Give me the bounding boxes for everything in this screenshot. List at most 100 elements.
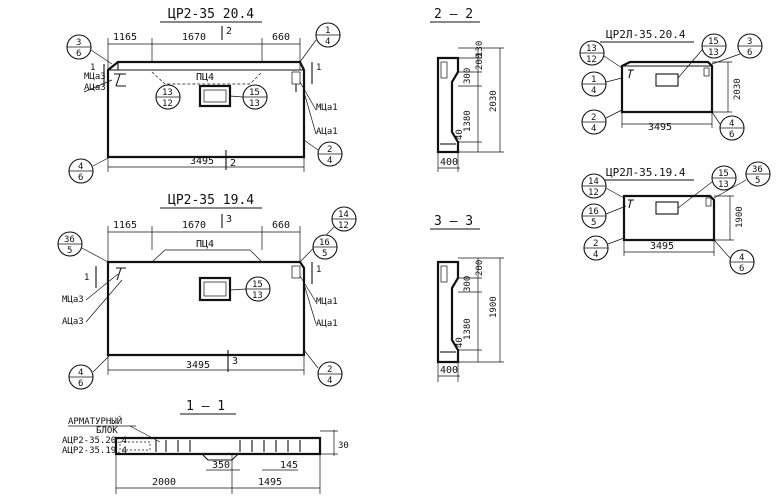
panel-a-bubble: 1 4: [299, 22, 341, 63]
panel-a-leader-right-2: [303, 91, 317, 135]
svg-text:13: 13: [586, 44, 597, 54]
section-2-view: 2 — 2 130 200 300 1380 40 2030 400: [430, 7, 504, 172]
section-1-dim-2000: 2000: [152, 477, 176, 488]
svg-text:2: 2: [593, 239, 598, 249]
section-1-view: 1 — 1 АРМАТУРНЫЙ БЛОК АЦР2-35.20.4 АЦР2-…: [62, 399, 349, 494]
svg-text:5: 5: [755, 176, 760, 186]
panel-a-length: 3495: [190, 156, 214, 167]
panel-b-title: ЦР2-35 19.4: [168, 193, 254, 208]
panel-b-label-left-2: АЦа3: [62, 317, 84, 327]
svg-text:13: 13: [252, 291, 263, 301]
section-3-dim-40: 40: [455, 337, 465, 348]
section-2-dim-1380: 1380: [463, 110, 473, 132]
panel-b-dim-1670: 1670: [182, 220, 206, 231]
panel-b-label-right-2: АЦа1: [316, 319, 338, 329]
section-1-ref-2: АЦР2-35.19.4: [62, 446, 127, 456]
svg-text:6: 6: [78, 379, 83, 389]
panel-b-leader-right-2: [303, 283, 317, 325]
section-1-note-2: БЛОК: [96, 426, 118, 436]
panel-a-bubble: 15 13: [229, 84, 268, 110]
section-2-rebar-top: [440, 61, 448, 79]
panel-d-length: 3495: [650, 241, 674, 252]
svg-text:4: 4: [78, 162, 83, 172]
panel-a-bubble: 4 6: [68, 156, 111, 184]
section-1-slab: [114, 436, 322, 456]
panel-d-height: 1900: [735, 206, 745, 228]
panel-d-bubble: 2 4: [583, 235, 625, 261]
panel-c-window: [655, 73, 679, 87]
svg-text:4: 4: [591, 86, 596, 96]
panel-b-leader-left-2: [85, 279, 123, 323]
section-1-dim-30: 30: [338, 441, 349, 451]
panel-a-label-left-1: МЦа3: [84, 72, 106, 82]
panel-a-view: ЦР2-35 20.4 1165 1670 660 2 ПЦ4 МЦа3 АЦа…: [66, 7, 343, 184]
panel-a-bubble: 3 6: [66, 34, 113, 65]
panel-d-outline: [622, 194, 716, 242]
panel-d-anchor-right: [705, 197, 712, 207]
panel-a-section-mark: 2: [226, 26, 232, 37]
panel-a-label-left-2: АЦа3: [84, 83, 106, 93]
section-1-dim-1495: 1495: [258, 477, 282, 488]
panel-b-opening-recess: [151, 249, 263, 263]
panel-a-cut-1r-mark: 1: [316, 63, 321, 73]
section-3-title: 3 — 3: [434, 214, 473, 229]
panel-b-label-left-1: МЦа3: [62, 295, 84, 305]
panel-b-section-mark-bottom: 3: [232, 356, 238, 367]
svg-text:36: 36: [64, 235, 75, 245]
panel-d-view: ЦР2Л-35.19.4 1900 3495 15 13 36 5: [581, 161, 771, 275]
panel-a-cut-1-mark: 1: [90, 63, 95, 73]
panel-d-bubble: 4 6: [713, 239, 755, 275]
panel-d-window: [655, 201, 679, 215]
panel-b-opening-label: ПЦ4: [196, 239, 214, 250]
panel-b-view: ЦР2-35 19.4 1165 1670 660 3 ПЦ4 МЦа3 АЦа…: [57, 193, 357, 390]
svg-text:4: 4: [739, 253, 744, 263]
section-3-dim-300: 300: [463, 276, 473, 292]
panel-b-leader-right-1: [299, 275, 317, 303]
panel-d-bubble: 36 5: [713, 161, 771, 199]
panel-a-label-right-2: АЦа1: [316, 127, 338, 137]
svg-text:13: 13: [249, 99, 260, 109]
svg-text:13: 13: [708, 48, 719, 58]
panel-c-bubble: 13 12: [579, 40, 623, 69]
panel-b-outline: [106, 260, 306, 357]
svg-text:6: 6: [747, 48, 752, 58]
svg-text:15: 15: [249, 88, 260, 98]
section-1-note-leader: [129, 425, 161, 443]
section-2-dim-400: 400: [440, 157, 458, 168]
svg-text:6: 6: [76, 49, 81, 59]
panel-b-cut-1-mark: 1: [84, 273, 89, 283]
section-1-dim-350: 350: [212, 460, 230, 471]
svg-text:2: 2: [591, 113, 596, 123]
panel-a-dim-1670: 1670: [182, 32, 206, 43]
svg-text:4: 4: [327, 376, 332, 386]
svg-text:36: 36: [752, 165, 763, 175]
svg-text:13: 13: [162, 88, 173, 98]
svg-text:15: 15: [708, 37, 719, 47]
panel-a-anchor-right: [291, 71, 301, 85]
panel-b-section-mark: 3: [226, 214, 232, 225]
panel-c-bubble: 4 6: [711, 111, 745, 141]
panel-a-anchor-left: [114, 73, 126, 87]
panel-b-cut-1r-mark: 1: [316, 265, 321, 275]
section-3-view: 3 — 3 200 300 1380 40 1900 400: [430, 214, 504, 382]
panel-b-dim-1165: 1165: [113, 220, 137, 231]
svg-text:4: 4: [729, 119, 734, 129]
panel-d-bubble: 16 5: [581, 203, 627, 229]
panel-b-bubble: 4 6: [68, 354, 111, 390]
panel-a-leader-left: [83, 79, 113, 93]
panel-c-anchor-right: [703, 67, 710, 77]
panel-b-window: [198, 276, 232, 302]
panel-b-window-inner: [203, 281, 227, 297]
panel-a-window: [198, 84, 232, 108]
section-1-ref-1: АЦР2-35.20.4: [62, 436, 127, 446]
panel-a-window-inner: [203, 89, 227, 103]
panel-d-bubble: 15 13: [677, 165, 737, 209]
panel-c-anchor-left: [628, 69, 634, 79]
svg-text:5: 5: [591, 218, 596, 228]
svg-text:3: 3: [76, 38, 81, 48]
svg-text:4: 4: [325, 37, 330, 47]
section-1-note-1: АРМАТУРНЫЙ: [68, 415, 122, 427]
panel-b-length: 3495: [186, 360, 210, 371]
panel-a-dim-1165: 1165: [113, 32, 137, 43]
svg-text:12: 12: [588, 188, 599, 198]
